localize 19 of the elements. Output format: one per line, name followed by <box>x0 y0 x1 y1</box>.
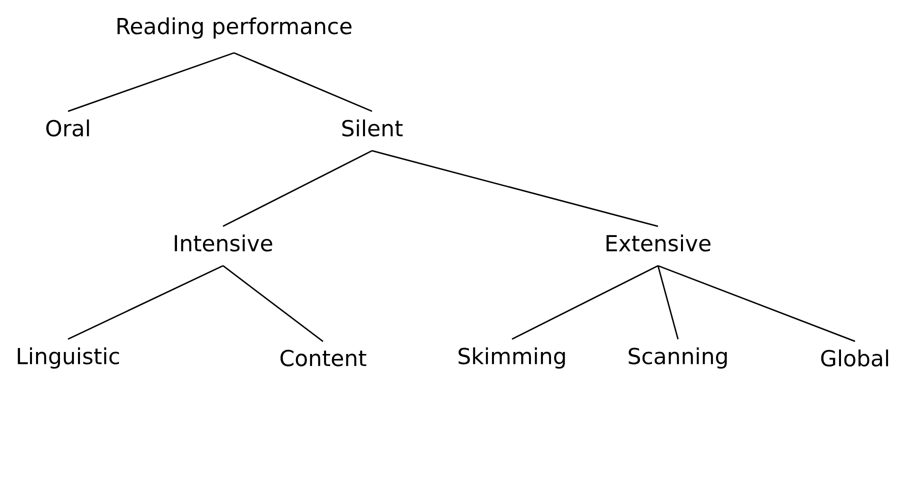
node-label: Oral <box>46 119 89 137</box>
tree-line <box>222 265 324 342</box>
tree-line <box>372 150 658 227</box>
tree-line <box>68 52 234 112</box>
node-label: Scanning <box>628 347 727 369</box>
node-label: Intensive <box>174 234 272 252</box>
tree-line <box>658 265 856 342</box>
tree-line <box>512 265 658 340</box>
node-label: Extensive <box>606 234 710 252</box>
tree-line <box>234 52 372 112</box>
tree-line <box>68 265 224 340</box>
node-label: Content <box>280 350 366 366</box>
node-label: Silent <box>342 119 403 137</box>
tree-line <box>657 266 679 340</box>
node-label: Skimming <box>458 347 565 369</box>
node-label: Global <box>821 350 888 367</box>
node-label: Linguistic <box>18 347 119 369</box>
node-label: Reading performance <box>118 17 352 39</box>
tree-line <box>222 150 372 227</box>
